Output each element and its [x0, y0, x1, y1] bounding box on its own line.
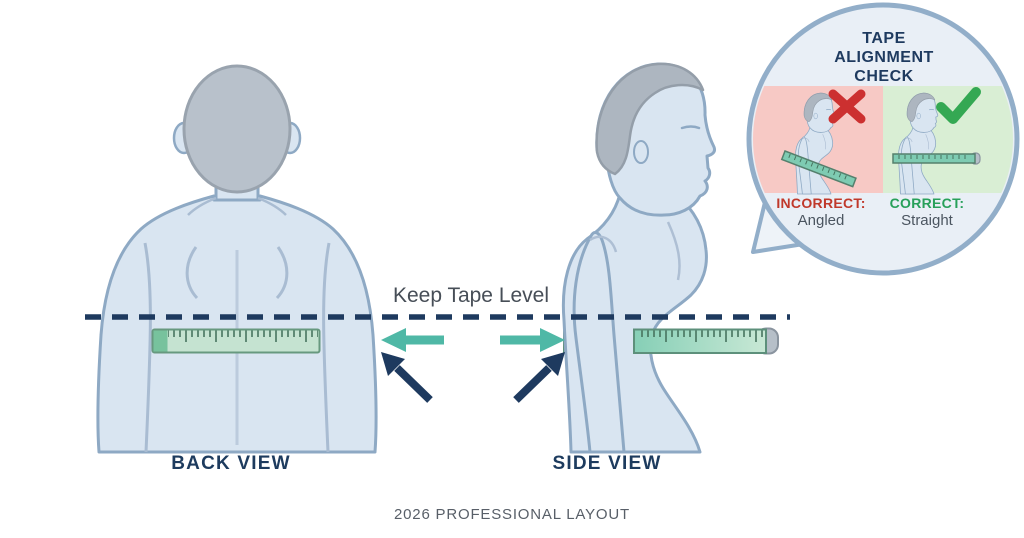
- teal-arrow-right: [500, 328, 565, 352]
- x-mark-icon: [828, 89, 866, 124]
- teal-arrow-left: [381, 328, 444, 352]
- navy-arrow-up-left: [381, 352, 433, 403]
- back-tape-measure: [151, 328, 321, 354]
- side-view-label: SIDE VIEW: [552, 453, 662, 474]
- incorrect-desc: Angled: [797, 212, 845, 229]
- back-figure-head: [182, 64, 292, 194]
- footer-caption: 2026 PROFESSIONAL LAYOUT: [394, 506, 630, 523]
- correct-desc: Straight: [901, 212, 953, 229]
- correct-caption: CORRECT: Straight: [862, 195, 992, 229]
- back-view-figure: [96, 64, 378, 454]
- correct-term: CORRECT:: [889, 195, 965, 211]
- mini-tape-angled: [780, 150, 857, 188]
- back-view-label: BACK VIEW: [171, 453, 291, 474]
- navy-arrow-up-right: [513, 352, 565, 403]
- keep-tape-level-label: Keep Tape Level: [392, 284, 550, 307]
- side-tape-measure: [633, 327, 779, 355]
- mini-tape-straight: [892, 152, 981, 165]
- check-mark-icon: [936, 87, 981, 124]
- inset-title: TAPE ALIGNMENT CHECK: [834, 30, 934, 85]
- incorrect-term: INCORRECT:: [776, 195, 866, 211]
- side-view-figure: [561, 62, 779, 454]
- incorrect-caption: INCORRECT: Angled: [756, 195, 886, 229]
- tape-alignment-inset: [746, 2, 1020, 276]
